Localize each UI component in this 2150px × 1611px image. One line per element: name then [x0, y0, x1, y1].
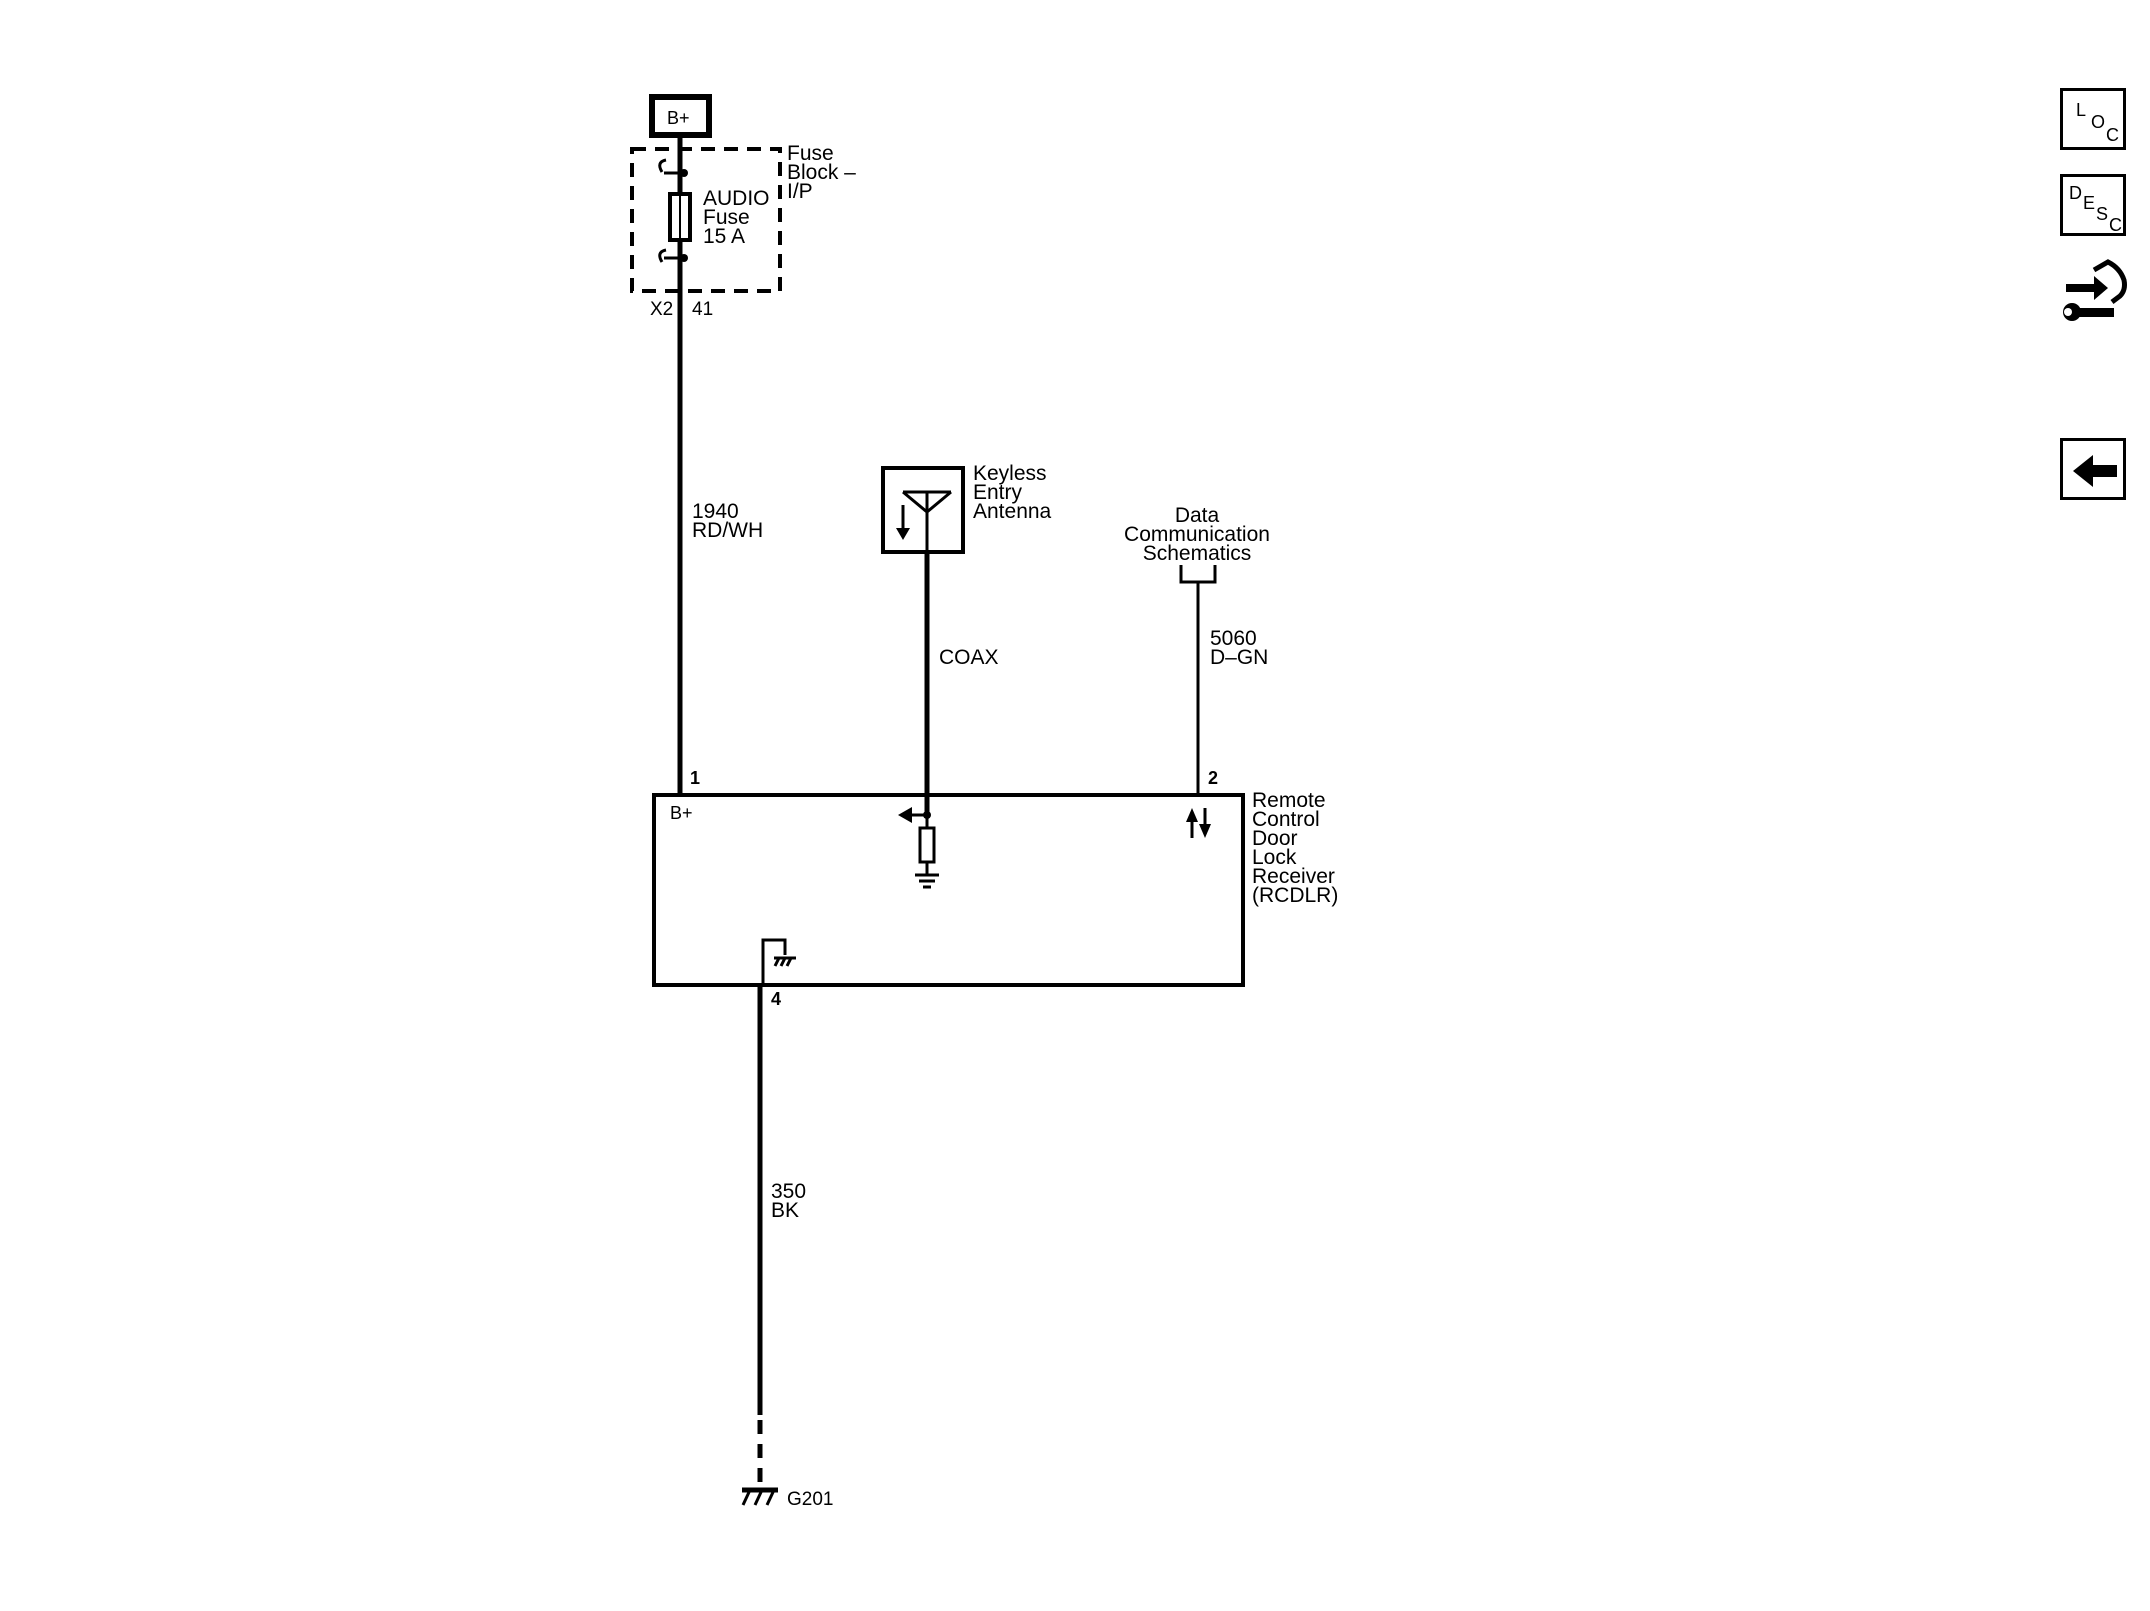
- connector-wrench-icon: [2063, 259, 2127, 321]
- fuse-block-name-3: I/P: [787, 180, 813, 203]
- audio-fuse: AUDIO Fuse 15 A: [658, 150, 770, 290]
- keyless-entry-antenna: [881, 466, 965, 554]
- desc-letter-s: S: [2096, 204, 2108, 224]
- antenna-name-2: Entry: [973, 481, 1023, 504]
- module-name-6: (RCDLR): [1252, 884, 1338, 907]
- ground-name: G201: [787, 1489, 833, 1510]
- module-pin-2: 2: [1208, 768, 1218, 788]
- internal-ground: [761, 938, 796, 985]
- data-wire-circuit: 5060: [1210, 627, 1257, 650]
- connector-wrench-button[interactable]: [2060, 256, 2130, 336]
- fuse-block-name-1: Fuse: [787, 142, 834, 165]
- desc-button[interactable]: D E S C: [2060, 174, 2126, 236]
- fuse-label-3: 15 A: [703, 225, 745, 248]
- module-name-4: Lock: [1252, 846, 1297, 869]
- loc-letter-l: L: [2076, 100, 2086, 120]
- loc-button[interactable]: L O C: [2060, 88, 2126, 150]
- battery-source-label: B+: [667, 108, 690, 128]
- ground-g201-symbol: [741, 1487, 778, 1506]
- desc-letter-e: E: [2083, 193, 2095, 213]
- data-link-name-2: Communication: [1124, 523, 1270, 546]
- module-name-5: Receiver: [1252, 865, 1335, 888]
- module-pin-4: 4: [771, 989, 781, 1009]
- desc-letter-c: C: [2109, 215, 2122, 235]
- data-link-bracket: [1179, 565, 1217, 584]
- antenna-input-circuit: [898, 807, 939, 889]
- antenna-name-1: Keyless: [973, 462, 1047, 485]
- module-name-3: Door: [1252, 827, 1298, 850]
- coax-label: COAX: [939, 646, 999, 669]
- fuse-label-2: Fuse: [703, 206, 750, 229]
- fuse-block-outline: [630, 147, 782, 293]
- data-link-name-3: Schematics: [1143, 542, 1252, 565]
- battery-source: B+: [649, 94, 712, 138]
- module-name-2: Control: [1252, 808, 1320, 831]
- module-power-label: B+: [670, 803, 693, 823]
- fuse-label-1: AUDIO: [703, 187, 770, 210]
- rcdlr-module: [652, 793, 1245, 987]
- module-name-1: Remote: [1252, 789, 1326, 812]
- loc-icon: L O C: [2076, 100, 2119, 145]
- ground-wire-color: BK: [771, 1199, 799, 1222]
- data-bidirectional-arrows: [1186, 808, 1211, 838]
- fuse-block-name-2: Block –: [787, 161, 856, 184]
- power-wire-color: RD/WH: [692, 519, 763, 542]
- fuse-pin-label: 41: [692, 299, 713, 320]
- desc-icon: D E S C: [2069, 183, 2122, 235]
- back-arrow-icon: [2073, 455, 2117, 487]
- data-link-name-1: Data: [1175, 504, 1220, 527]
- data-wire-color: D–GN: [1210, 646, 1268, 669]
- module-pin-1: 1: [690, 768, 700, 788]
- power-wire-circuit: 1940: [692, 500, 739, 523]
- fuse-block-label: Fuse Block – I/P: [787, 142, 856, 203]
- back-button[interactable]: [2060, 438, 2126, 500]
- loc-letter-o: O: [2091, 112, 2105, 132]
- loc-letter-c: C: [2106, 125, 2119, 145]
- antenna-name-3: Antenna: [973, 500, 1052, 523]
- ground-wire-circuit: 350: [771, 1180, 806, 1203]
- fuse-connector-label: X2: [650, 299, 673, 320]
- desc-letter-d: D: [2069, 183, 2082, 203]
